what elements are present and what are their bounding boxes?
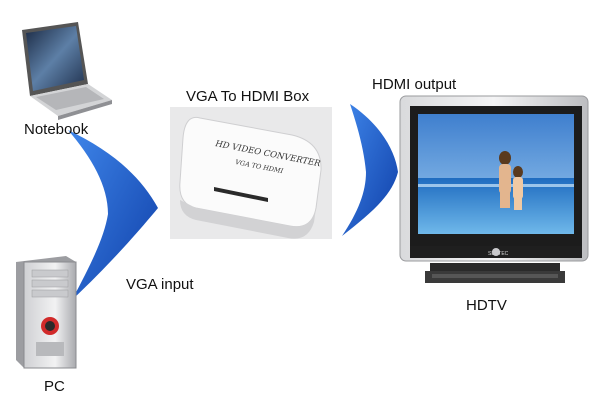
hdtv-label: HDTV	[466, 297, 507, 314]
notebook-image	[22, 22, 112, 120]
pc-image	[16, 256, 77, 369]
vga-box-label: VGA To HDMI Box	[186, 88, 310, 105]
converter-image: HD VIDEO CONVERTER VGA TO HDMI	[170, 107, 332, 239]
hdmi-output-arrow	[342, 104, 398, 236]
pc-label: PC	[44, 378, 65, 395]
hdmi-output-label: HDMI output	[372, 76, 457, 93]
notebook-label: Notebook	[24, 121, 89, 138]
vga-input-label: VGA input	[126, 276, 194, 293]
vga-input-arrow	[68, 130, 158, 300]
hdtv-image: SENTEC	[399, 95, 589, 283]
